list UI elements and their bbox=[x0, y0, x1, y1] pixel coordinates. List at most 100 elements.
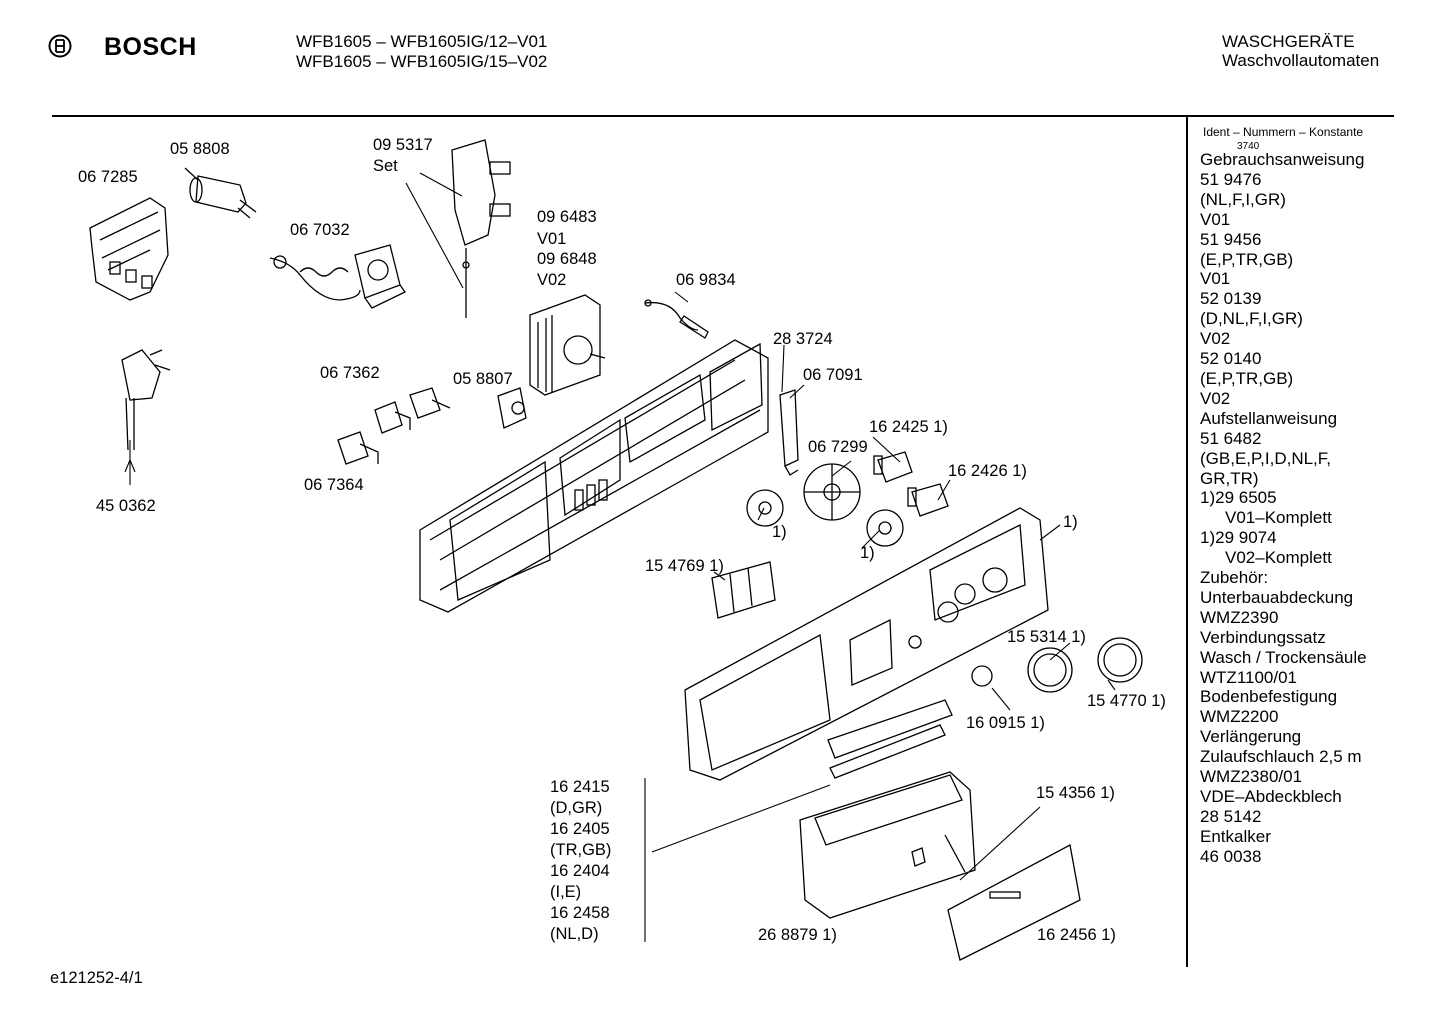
detergent-drawer-part bbox=[799, 771, 976, 919]
part-label-162458: 16 2458 bbox=[550, 904, 610, 922]
sidebar-constant: 3740 bbox=[1237, 141, 1260, 152]
thermostat-part bbox=[269, 244, 406, 309]
sidebar-title: Ident – Nummern – Konstante bbox=[1203, 125, 1364, 139]
part-label-067032: 06 7032 bbox=[290, 221, 350, 239]
part-label-058808: 05 8808 bbox=[170, 140, 230, 158]
part-label-096483: 09 6483 bbox=[537, 208, 597, 226]
part-label-162456: 16 2456 1) bbox=[1037, 926, 1116, 944]
sidebar-line: VDE–Abdeckblech bbox=[1200, 787, 1342, 806]
selector-knobs-part bbox=[971, 637, 1143, 693]
part-label-162404-countries: (I,E) bbox=[550, 883, 582, 901]
small-knobs-part bbox=[873, 451, 949, 517]
door-switch-set-part bbox=[451, 139, 511, 318]
sidebar-line: 1)29 6505 bbox=[1200, 488, 1277, 508]
push-button-switches-part bbox=[337, 387, 451, 465]
part-label-160915: 16 0915 1) bbox=[966, 714, 1045, 732]
sidebar-line: 28 5142 bbox=[1200, 806, 1262, 826]
push-buttons-part bbox=[711, 561, 776, 619]
drawer-handle-part bbox=[947, 844, 1081, 961]
front-panel-fascia-part bbox=[684, 507, 1049, 781]
sidebar-line: GR,TR) bbox=[1200, 468, 1259, 488]
sidebar-line: V01 bbox=[1200, 209, 1231, 229]
sidebar-line: V01 bbox=[1200, 269, 1231, 289]
sidebar-line: (E,P,TR,GB) bbox=[1200, 368, 1294, 388]
sidebar-line: Aufstellanweisung bbox=[1200, 408, 1338, 428]
sidebar-line: WMZ2380/01 bbox=[1200, 767, 1303, 787]
sidebar-line: Verbindungssatz bbox=[1200, 627, 1326, 647]
sidebar-line: Wasch / Trockensäule bbox=[1200, 647, 1367, 667]
sidebar-line: Zubehör: bbox=[1200, 568, 1269, 588]
part-label-058807: 05 8807 bbox=[453, 370, 513, 388]
potentiometer-part bbox=[497, 387, 527, 429]
sidebar-line: 52 0140 bbox=[1200, 349, 1262, 369]
part-label-096848-variant: V02 bbox=[537, 271, 567, 289]
part-label-096848: 09 6848 bbox=[537, 250, 597, 268]
model-line-2: WFB1605 – WFB1605IG/15–V02 bbox=[296, 52, 548, 71]
part-label-154770: 15 4770 1) bbox=[1087, 692, 1166, 710]
sidebar-line: V02 bbox=[1200, 388, 1231, 408]
part-label-283724: 28 3724 bbox=[773, 330, 833, 348]
part-label-154356: 15 4356 1) bbox=[1036, 784, 1115, 802]
part-label-450362: 45 0362 bbox=[96, 497, 156, 515]
footnote-front-panel: 1) bbox=[1063, 513, 1078, 531]
part-label-162415-countries: (D,GR) bbox=[550, 799, 603, 817]
part-label-162404: 16 2404 bbox=[550, 862, 610, 880]
sidebar-line: V01–Komplett bbox=[1225, 508, 1332, 528]
part-label-067091: 06 7091 bbox=[803, 366, 863, 384]
part-label-162415: 16 2415 bbox=[550, 778, 610, 796]
part-label-096483-variant: V01 bbox=[537, 230, 567, 248]
part-label-067285: 06 7285 bbox=[78, 168, 138, 186]
header-divider bbox=[52, 115, 1394, 117]
sidebar-line: (D,NL,F,I,GR) bbox=[1200, 309, 1303, 329]
part-label-067299: 06 7299 bbox=[808, 438, 868, 456]
category-subtitle: Waschvollautomaten bbox=[1222, 51, 1380, 70]
leader-lines bbox=[124, 172, 1116, 942]
part-label-095317-set: Set bbox=[373, 157, 398, 175]
footnote-knob-holder-1: 1) bbox=[772, 523, 787, 541]
cable-part bbox=[644, 299, 709, 339]
category-title: WASCHGERÄTE bbox=[1222, 32, 1355, 51]
part-label-162458-countries: (NL,D) bbox=[550, 925, 599, 943]
part-label-268879: 26 8879 1) bbox=[758, 926, 837, 944]
sidebar-line: Verlängerung bbox=[1200, 727, 1302, 747]
part-label-162426: 16 2426 1) bbox=[948, 462, 1027, 480]
sidebar-line: WTZ1100/01 bbox=[1200, 667, 1298, 687]
control-panel-frame-part bbox=[419, 339, 769, 613]
model-line-1: WFB1605 – WFB1605IG/12–V01 bbox=[296, 32, 548, 51]
brand-name: BOSCH bbox=[104, 33, 197, 61]
knob-holders-part bbox=[746, 489, 904, 547]
sidebar-line: WMZ2200 bbox=[1200, 707, 1279, 727]
part-label-155314: 15 5314 1) bbox=[1007, 628, 1086, 646]
sidebar-line: (E,P,TR,GB) bbox=[1200, 249, 1294, 269]
program-disc-part bbox=[803, 463, 861, 521]
sidebar-line: (GB,E,P,I,D,NL,F, bbox=[1200, 448, 1332, 468]
mains-plug-part bbox=[121, 349, 171, 451]
part-label-095317: 09 5317 bbox=[373, 136, 433, 154]
clip-part bbox=[779, 389, 799, 476]
sidebar-line: WMZ2390 bbox=[1200, 607, 1279, 627]
sidebar-line: V02 bbox=[1200, 329, 1231, 349]
sidebar-line: 51 9476 bbox=[1200, 169, 1262, 189]
sidebar-line: Entkalker bbox=[1200, 826, 1271, 846]
sidebar-line: (NL,F,I,GR) bbox=[1200, 189, 1286, 209]
document-id: e121252-4/1 bbox=[50, 969, 143, 987]
sidebar-line: 1)29 9074 bbox=[1200, 528, 1277, 548]
program-selector-part bbox=[529, 294, 606, 396]
sidebar-line: 52 0139 bbox=[1200, 289, 1262, 309]
sidebar-line: V02–Komplett bbox=[1225, 548, 1332, 568]
part-label-162405: 16 2405 bbox=[550, 820, 610, 838]
sidebar-line: 46 0038 bbox=[1200, 846, 1262, 866]
sidebar-divider bbox=[1186, 117, 1188, 967]
sidebar-line: Unterbauabdeckung bbox=[1200, 587, 1354, 607]
part-label-162405-countries: (TR,GB) bbox=[550, 841, 612, 859]
part-label-067364: 06 7364 bbox=[304, 476, 364, 494]
part-label-069834: 06 9834 bbox=[676, 271, 736, 289]
sidebar-line: 51 9456 bbox=[1200, 229, 1262, 249]
part-label-162425: 16 2425 1) bbox=[869, 418, 948, 436]
display-strip-part bbox=[827, 699, 953, 779]
suppressor-capacitor-part bbox=[184, 167, 257, 219]
bosch-logo-icon bbox=[48, 34, 72, 58]
terminal-bracket-part bbox=[89, 197, 169, 301]
